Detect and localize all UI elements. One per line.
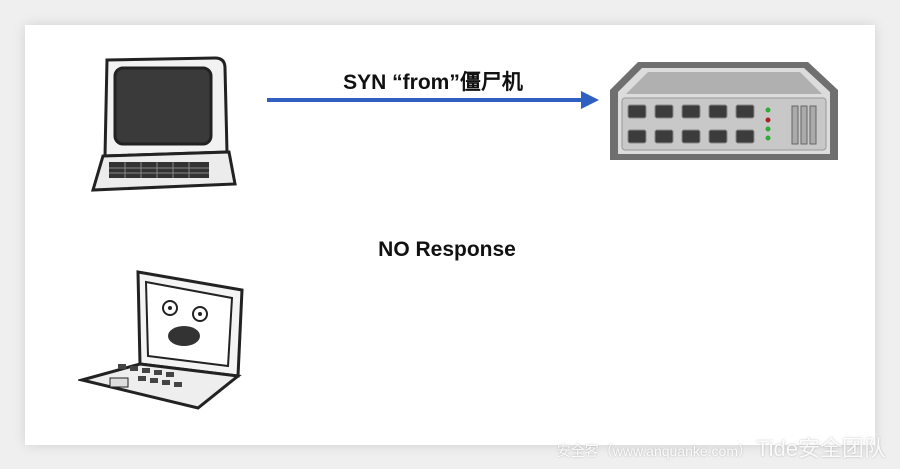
response-label: NO Response: [378, 238, 516, 261]
syn-arrow: [267, 91, 599, 109]
watermark-team: Tide安全团队: [756, 436, 886, 461]
network-switch-icon: [610, 62, 838, 160]
scared-laptop-icon: [78, 270, 244, 410]
syn-label: SYN “from”僵尸机: [343, 71, 523, 94]
desktop-computer-icon: [90, 56, 237, 192]
watermark-site: 安全客（www.anquanke.com）: [556, 443, 753, 459]
watermark: 安全客（www.anquanke.com）Tide安全团队: [557, 431, 886, 463]
